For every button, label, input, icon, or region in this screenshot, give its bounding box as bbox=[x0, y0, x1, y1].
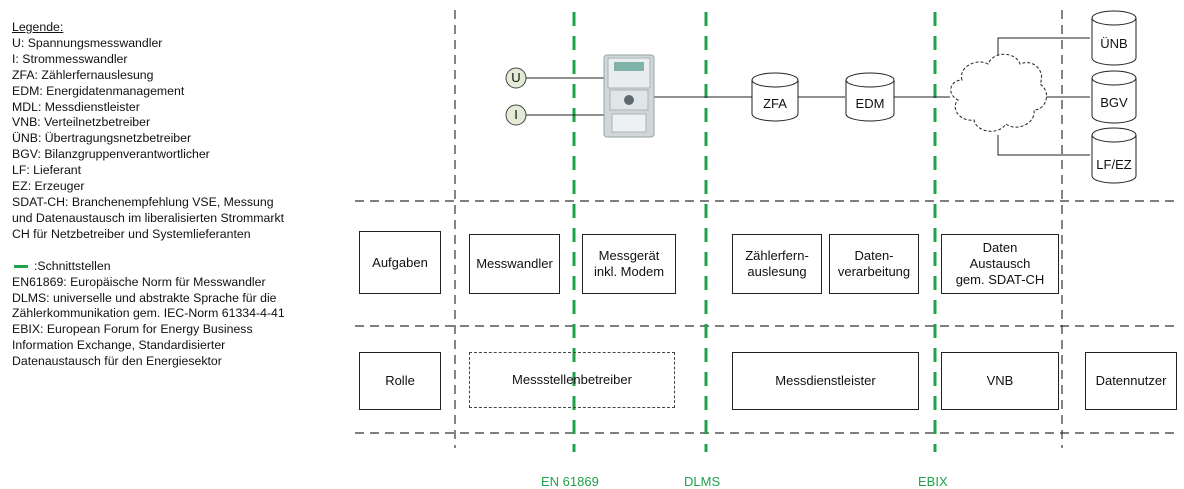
task-messwandler: Messwandler bbox=[469, 234, 560, 294]
lfez-label: LF/EZ bbox=[1096, 157, 1132, 172]
task-messgeraet-line: Messgerät bbox=[598, 248, 660, 263]
task-sdat-line: Austausch bbox=[969, 256, 1031, 271]
i-transformer-icon bbox=[505, 104, 527, 126]
meter-icon bbox=[603, 54, 655, 138]
legend-entry: VNB: Verteilnetzbetreiber bbox=[12, 115, 151, 130]
edm-label: EDM bbox=[855, 96, 885, 111]
legend-entry: MDL: Messdienstleister bbox=[12, 99, 140, 114]
interface-label-ebix: EBIX bbox=[918, 474, 948, 489]
edm-database-icon bbox=[845, 72, 895, 122]
legend-interface-entry: Zählerkommunikation gem. IEC-Norm 61334-… bbox=[12, 306, 285, 321]
unb-database-icon bbox=[1091, 10, 1137, 66]
role-msb-frame bbox=[469, 352, 675, 408]
legend-entry: EDM: Energidatenmanagement bbox=[12, 83, 185, 98]
lfez-database-icon bbox=[1091, 127, 1137, 184]
task-datenaustausch: Daten Austausch gem. SDAT-CH bbox=[941, 234, 1059, 294]
legend-entry: SDAT-CH: Branchenempfehlung VSE, Messung bbox=[12, 194, 274, 209]
task-daten-line: Daten- bbox=[854, 248, 894, 263]
interface-label-en61869: EN 61869 bbox=[541, 474, 599, 489]
zfa-label: ZFA bbox=[763, 96, 787, 111]
task-zfa: Zählerfern- auslesung bbox=[732, 234, 822, 294]
legend-interface-entry: Datenaustausch für den Energiesektor bbox=[12, 354, 222, 369]
bgv-database-icon bbox=[1091, 70, 1137, 124]
legend-title: Legende: bbox=[12, 20, 64, 34]
role-vnb: VNB bbox=[941, 352, 1059, 410]
role-messstellenbetreiber: Messstellenbetreiber bbox=[512, 372, 632, 387]
task-zfa-line: auslesung bbox=[747, 264, 807, 279]
role-messdienstleister: Messdienstleister bbox=[732, 352, 919, 410]
interface-label-dlms: DLMS bbox=[684, 474, 721, 489]
legend-entry: BGV: Bilanzgruppenverantwortlicher bbox=[12, 147, 210, 162]
task-sdat-line: gem. SDAT-CH bbox=[955, 272, 1045, 287]
legend-entry: U: Spannungsmesswandler bbox=[12, 35, 163, 50]
legend-entry: ZFA: Zählerfernauslesung bbox=[12, 67, 154, 82]
legend-interface-key: :Schnittstellen bbox=[12, 259, 352, 275]
legend-entry: ÜNB: Übertragungsnetzbetreiber bbox=[12, 131, 192, 146]
legend-entry: I: Strommesswandler bbox=[12, 51, 128, 66]
roles-header: Rolle bbox=[359, 352, 441, 410]
legend-interface-entry: Information Exchange, Standardisierter bbox=[12, 338, 226, 353]
legend-entry: EZ: Erzeuger bbox=[12, 179, 85, 194]
bgv-label: BGV bbox=[1100, 95, 1128, 110]
task-messgeraet: Messgerät inkl. Modem bbox=[582, 234, 676, 294]
legend-entry: CH für Netzbetreiber und Systemlieferant… bbox=[12, 226, 251, 241]
task-sdat-line: Daten bbox=[982, 240, 1018, 255]
network-cloud-icon bbox=[950, 53, 1048, 132]
zfa-database-icon bbox=[751, 72, 799, 122]
legend-interface-entry: DLMS: universelle und abstrakte Sprache … bbox=[12, 290, 277, 305]
legend-entry: und Datenaustausch im liberalisierten St… bbox=[12, 210, 285, 225]
legend-interface-label: :Schnittstellen bbox=[34, 258, 111, 273]
task-daten-line: verarbeitung bbox=[837, 264, 911, 279]
unb-label: ÜNB bbox=[1100, 36, 1128, 51]
legend-interface-entry: EN61869: Europäische Norm für Messwandle… bbox=[12, 274, 266, 289]
task-datenverarbeitung: Daten- verarbeitung bbox=[829, 234, 919, 294]
role-datennutzer: Datennutzer bbox=[1085, 352, 1177, 410]
task-zfa-line: Zählerfern- bbox=[745, 248, 809, 263]
legend: Legende: U: Spannungsmesswandler I: Stro… bbox=[12, 20, 352, 370]
task-messgeraet-line: inkl. Modem bbox=[593, 264, 665, 279]
i-label: I bbox=[514, 107, 518, 122]
legend-entries: U: Spannungsmesswandler I: Strommesswand… bbox=[12, 36, 352, 243]
u-transformer-icon bbox=[505, 67, 527, 89]
u-label: U bbox=[511, 70, 521, 85]
legend-entry: LF: Lieferant bbox=[12, 163, 82, 178]
interface-line-icon bbox=[14, 264, 28, 268]
legend-interface-entry: EBIX: European Forum for Energy Business bbox=[12, 322, 253, 337]
tasks-header: Aufgaben bbox=[359, 231, 441, 294]
